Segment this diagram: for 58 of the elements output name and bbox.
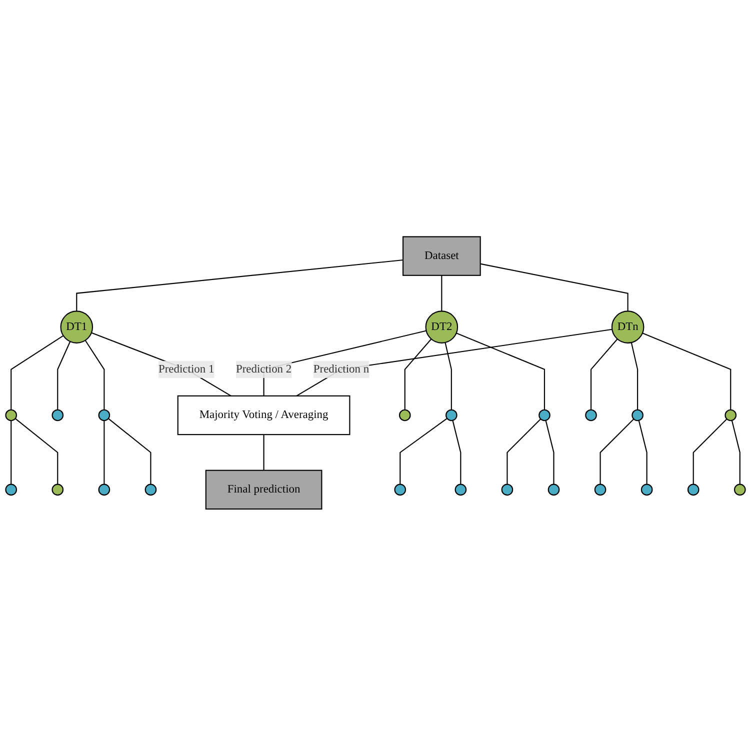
- connector: [14, 418, 58, 484]
- connector: [10, 335, 64, 410]
- node-circle: [632, 409, 644, 422]
- connector: [506, 418, 542, 484]
- node-circle: [98, 409, 110, 422]
- node-circle: [734, 484, 746, 496]
- connector: [600, 418, 634, 484]
- connector: [630, 342, 638, 410]
- connector: [638, 420, 648, 484]
- connector: [590, 338, 618, 410]
- node-circle: [5, 484, 18, 496]
- connector: [404, 338, 432, 410]
- connector: [731, 420, 740, 484]
- node-circle: DT1: [60, 310, 94, 344]
- edge-label: Prediction n: [313, 363, 370, 376]
- node-circle: [724, 409, 737, 422]
- node-circle: [98, 484, 110, 496]
- node-box: Dataset: [402, 236, 481, 276]
- connector: [108, 418, 152, 484]
- node-circle: DT2: [425, 310, 458, 344]
- node-circle: [687, 484, 700, 496]
- connector: [441, 276, 442, 312]
- connector: [452, 420, 462, 484]
- node-circle: [5, 409, 18, 422]
- connector: [642, 332, 732, 410]
- node-circle: [640, 484, 653, 496]
- connector: [263, 330, 426, 396]
- node-circle: [594, 484, 606, 496]
- node-circle: DTn: [611, 310, 644, 344]
- connector: [91, 332, 232, 396]
- connector: [76, 260, 404, 312]
- node-circle: [548, 484, 560, 496]
- node-circle: [501, 484, 514, 496]
- node-box: Majority Voting / Averaging: [177, 396, 350, 436]
- node-circle: [52, 409, 64, 422]
- node-circle: [144, 484, 157, 496]
- connector: [84, 340, 105, 410]
- node-circle: [398, 409, 411, 422]
- node-circle: [538, 409, 550, 422]
- connector: [545, 420, 554, 484]
- node-circle: [394, 484, 406, 496]
- edge-label: Prediction 2: [236, 363, 292, 376]
- connector: [400, 418, 448, 484]
- connector: [444, 342, 452, 410]
- node-circle: [454, 484, 467, 496]
- node-circle: [585, 409, 597, 422]
- connector: [57, 341, 71, 410]
- connector: [480, 263, 628, 312]
- node-box: Final prediction: [205, 470, 322, 510]
- connector: [456, 332, 546, 410]
- connector: [104, 420, 105, 484]
- connector: [692, 418, 728, 484]
- connector: [296, 328, 612, 396]
- connector: [10, 420, 12, 484]
- node-circle: [446, 409, 458, 422]
- node-circle: [52, 484, 64, 496]
- connector: [263, 434, 264, 470]
- edge-label: Prediction 1: [158, 363, 214, 376]
